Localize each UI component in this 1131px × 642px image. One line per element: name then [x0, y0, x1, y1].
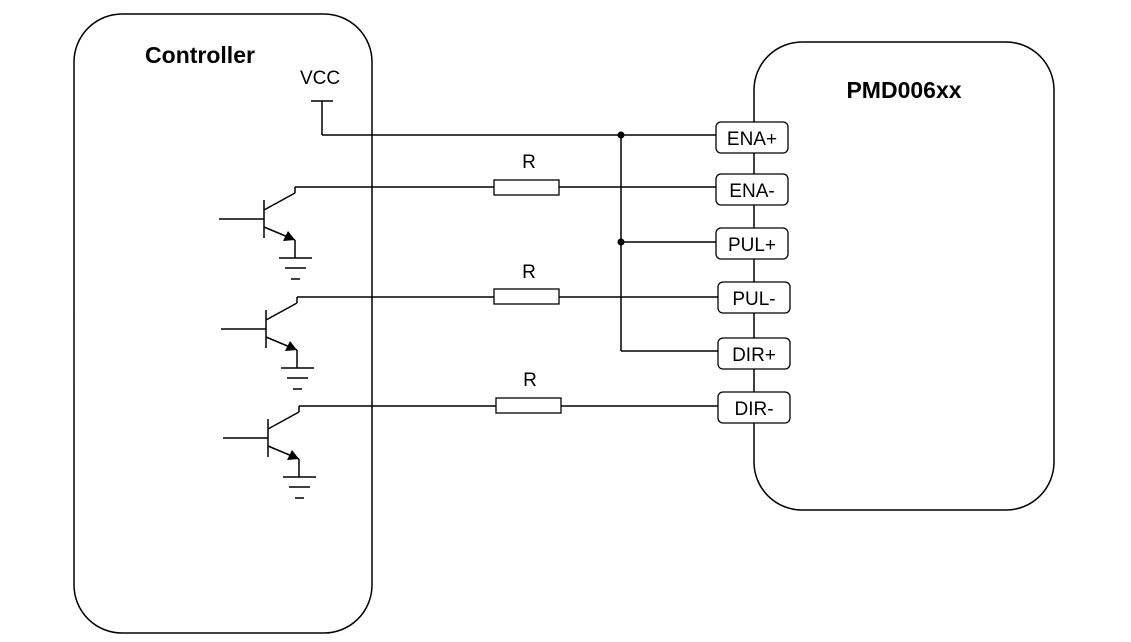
resistor-label: R [522, 152, 536, 173]
npn-transistor-2 [221, 297, 314, 390]
vcc-symbol [311, 100, 333, 135]
junction-dot [617, 238, 625, 246]
npn-transistor-1 [219, 187, 312, 280]
controller-box [73, 13, 373, 634]
controller-title: Controller [145, 42, 255, 68]
pin-pul-minus: PUL- [717, 281, 791, 314]
resistor-label: R [522, 262, 536, 283]
resistor-ena [493, 179, 560, 196]
svg-text:ENA-: ENA- [729, 181, 774, 202]
resistor-dir [495, 397, 562, 414]
svg-text:ENA+: ENA+ [727, 129, 777, 150]
svg-text:DIR+: DIR+ [732, 345, 776, 366]
junction-dot [617, 131, 625, 139]
driver-box [753, 41, 1055, 511]
npn-transistor-3 [223, 406, 316, 499]
pin-pul-plus: PUL+ [715, 227, 789, 260]
resistor-pul [493, 288, 560, 305]
pin-ena-minus: ENA- [715, 173, 789, 206]
pin-dir-minus: DIR- [717, 391, 791, 424]
resistor-label: R [523, 370, 537, 391]
pin-dir-plus: DIR+ [717, 337, 791, 370]
svg-text:DIR-: DIR- [734, 399, 773, 420]
driver-title: PMD006xx [846, 77, 961, 103]
vcc-label: VCC [300, 68, 340, 89]
wires [295, 134, 718, 407]
svg-text:PUL-: PUL- [732, 289, 775, 310]
svg-text:PUL+: PUL+ [728, 235, 776, 256]
pin-ena-plus: ENA+ [715, 121, 789, 154]
